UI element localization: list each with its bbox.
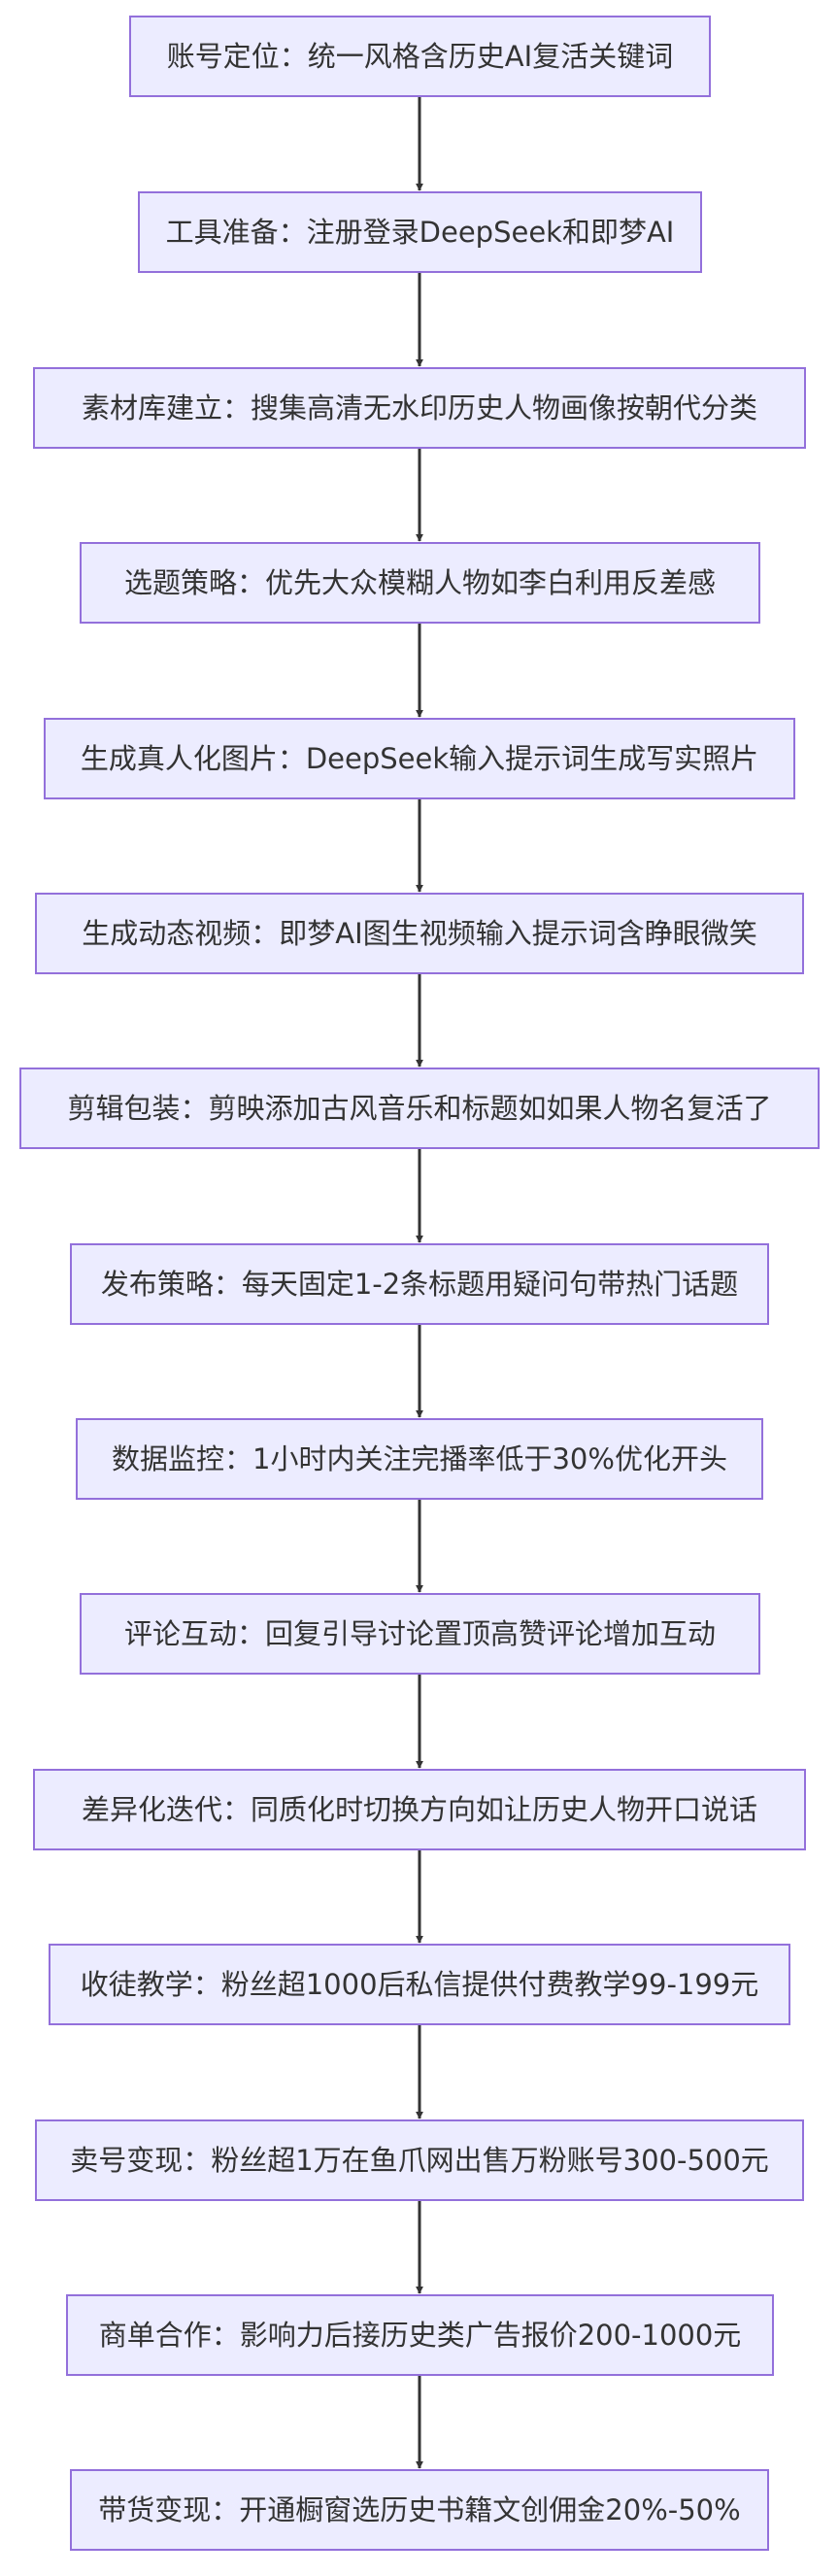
step-generate-video: 生成动态视频：即梦AI图生视频输入提示词含睁眼微笑 xyxy=(35,893,804,974)
step-account-selling: 卖号变现：粉丝超1万在鱼爪网出售万粉账号300-500元 xyxy=(35,2119,804,2201)
step-publishing-strategy: 发布策略：每天固定1-2条标题用疑问句带热门话题 xyxy=(70,1243,769,1325)
step-editing-packaging: 剪辑包装：剪映添加古风音乐和标题如如果人物名复活了 xyxy=(19,1068,820,1149)
step-brand-cooperation: 商单合作：影响力后接历史类广告报价200-1000元 xyxy=(66,2294,774,2376)
step-generate-realistic-image: 生成真人化图片：DeepSeek输入提示词生成写实照片 xyxy=(44,718,795,799)
step-tool-preparation: 工具准备：注册登录DeepSeek和即梦AI xyxy=(138,191,702,273)
step-differentiation-iteration: 差异化迭代：同质化时切换方向如让历史人物开口说话 xyxy=(33,1769,806,1850)
step-data-monitoring: 数据监控：1小时内关注完播率低于30%优化开头 xyxy=(76,1418,763,1500)
step-asset-library: 素材库建立：搜集高清无水印历史人物画像按朝代分类 xyxy=(33,367,806,449)
step-comment-interaction: 评论互动：回复引导讨论置顶高赞评论增加互动 xyxy=(80,1593,760,1675)
step-topic-strategy: 选题策略：优先大众模糊人物如李白利用反差感 xyxy=(80,542,760,624)
step-ecommerce-monetization: 带货变现：开通橱窗选历史书籍文创佣金20%-50% xyxy=(70,2469,769,2551)
step-account-positioning: 账号定位：统一风格含历史AI复活关键词 xyxy=(129,16,711,97)
step-paid-teaching: 收徒教学：粉丝超1000后私信提供付费教学99-199元 xyxy=(49,1944,790,2025)
